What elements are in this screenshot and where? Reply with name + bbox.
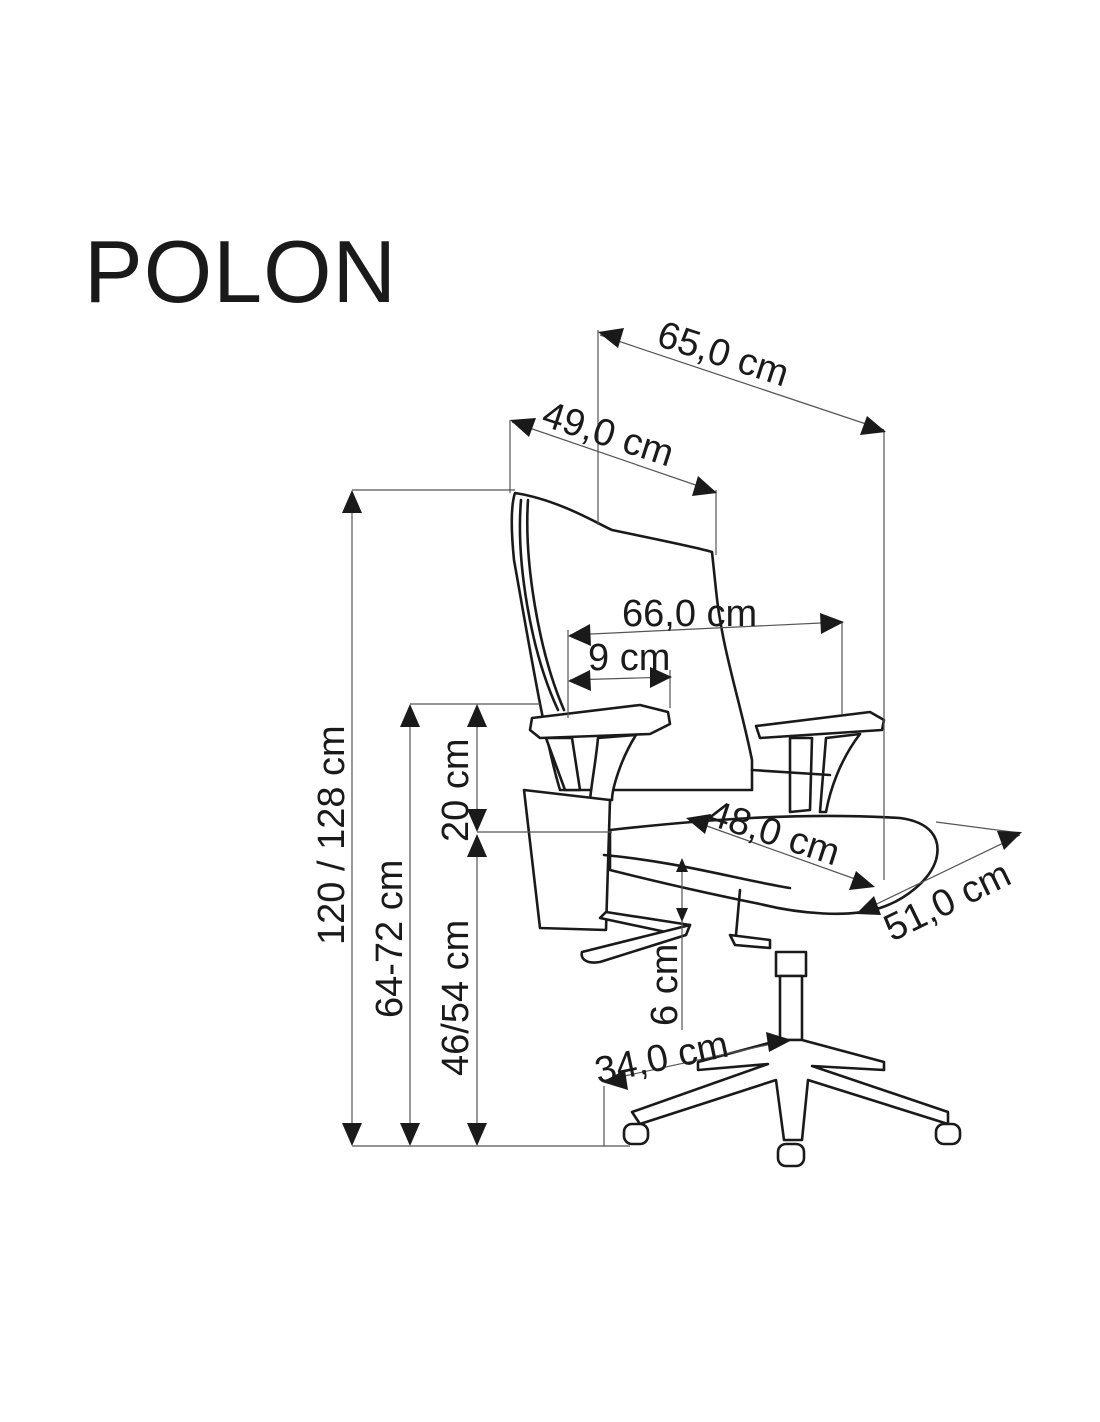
label-armrest-span: 66,0 cm [622, 593, 757, 635]
label-backrest-width: 49,0 cm [537, 394, 679, 476]
dimension-lines [342, 328, 1022, 1147]
label-armrest-adjust: 9 cm [588, 637, 670, 679]
label-armrest-above-seat: 20 cm [435, 739, 477, 842]
label-overall-height: 120 / 128 cm [311, 725, 353, 945]
label-seat-height: 46/54 cm [435, 920, 477, 1076]
label-overall-depth: 65,0 cm [652, 314, 794, 396]
product-title: POLON [84, 222, 398, 321]
label-armrest-height: 64-72 cm [369, 860, 411, 1018]
chair-outline [510, 491, 962, 1168]
label-base-radius: 34,0 cm [591, 1024, 732, 1093]
label-seat-thickness: 6 cm [644, 944, 686, 1026]
